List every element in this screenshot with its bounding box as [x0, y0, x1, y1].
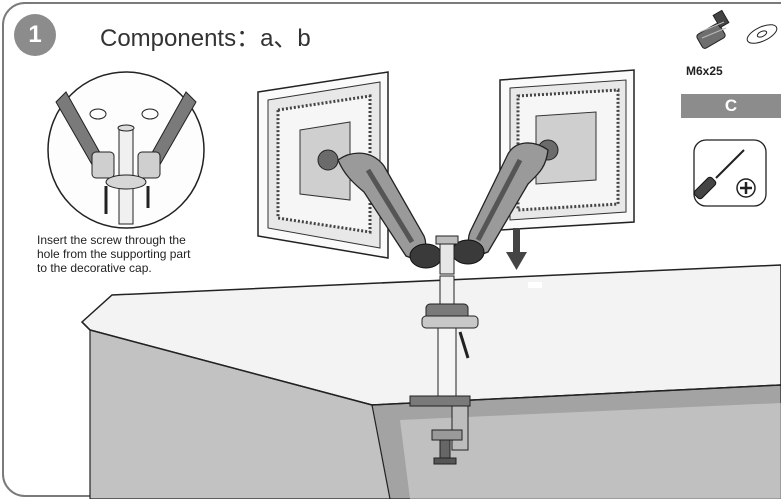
screw-icon: [696, 9, 730, 49]
pole-and-clamp: [409, 275, 479, 465]
instruction-note: Insert the screw through the hole from t…: [37, 233, 277, 275]
left-monitor: [257, 71, 389, 259]
desk: [80, 264, 781, 499]
step-number-badge: 1: [14, 14, 56, 56]
note-line-3: to the decorative cap.: [37, 261, 152, 275]
step-title: Components：a、b: [100, 25, 311, 52]
left-arm: [337, 152, 443, 269]
part-letter-label: C: [681, 94, 781, 118]
screwdriver-icon: [693, 139, 767, 207]
down-arrow-icon: [506, 228, 527, 270]
note-line-2: hole from the supporting part: [37, 247, 191, 261]
note-line-1: Insert the screw through the: [37, 233, 186, 247]
right-monitor: [499, 69, 635, 231]
part-size-label: M6x25: [686, 64, 723, 78]
right-arm: [451, 142, 549, 265]
pole-top: [435, 235, 459, 275]
phillips-plus-icon: [736, 178, 756, 198]
washer-icon: [746, 24, 778, 44]
detail-circle: [47, 71, 205, 229]
